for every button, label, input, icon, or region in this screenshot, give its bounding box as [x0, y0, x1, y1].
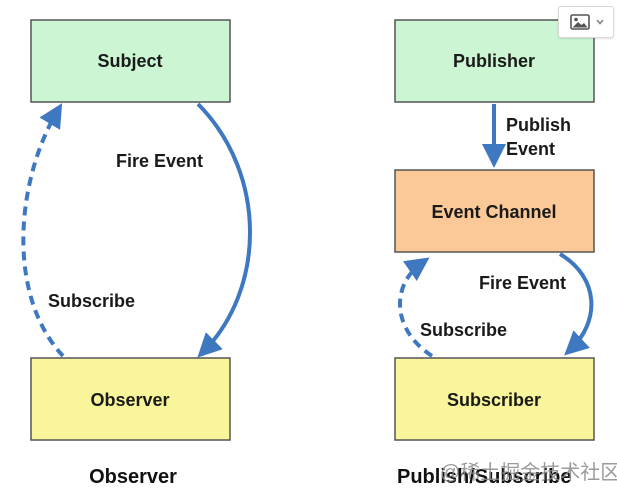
- fire-event-label: Fire Event: [116, 151, 203, 171]
- subscriber-label: Subscriber: [447, 390, 541, 410]
- observer-caption: Observer: [89, 466, 177, 488]
- chevron-down-icon: [596, 19, 604, 25]
- publish-event-label-line2: Event: [506, 139, 555, 159]
- watermark: @稀土掘金技术社区: [440, 461, 617, 484]
- subscribe-arrow: [21, 103, 65, 358]
- pubsub-fire-event-arrow: [558, 252, 594, 356]
- publish-event-label-line1: Publish: [506, 115, 571, 135]
- pubsub-subscribe-label: Subscribe: [420, 320, 507, 340]
- subject-box: [30, 19, 231, 103]
- pubsub-pattern: Publisher Publish Event Event Channel Su…: [394, 19, 595, 488]
- observer-pattern: Subject Observer Fire Event Subscribe Ob…: [21, 19, 252, 488]
- image-options-button[interactable]: [558, 6, 614, 38]
- subscribe-label: Subscribe: [48, 291, 135, 311]
- event-channel-box: [394, 169, 595, 253]
- image-icon: [570, 14, 604, 30]
- observer-label: Observer: [90, 390, 169, 410]
- event-channel-label: Event Channel: [431, 202, 556, 222]
- subject-label: Subject: [97, 51, 162, 71]
- observer-box: [30, 357, 231, 441]
- pubsub-subscribe-arrow: [398, 257, 434, 358]
- fire-event-arrow: [196, 102, 252, 358]
- publisher-label: Publisher: [453, 51, 535, 71]
- pubsub-fire-event-label: Fire Event: [479, 273, 566, 293]
- pubsub-caption: Publish/Subscribe: [397, 466, 571, 488]
- subscriber-box: [394, 357, 595, 441]
